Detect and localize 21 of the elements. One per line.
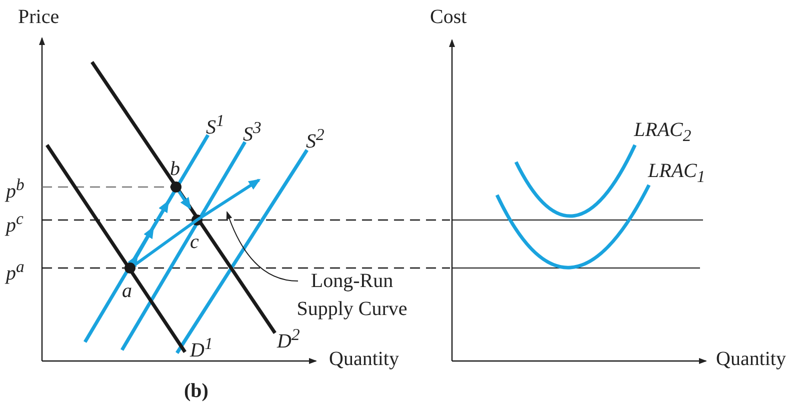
- axis-title: Cost: [430, 6, 467, 28]
- point-label: a: [122, 280, 132, 302]
- figure-caption: (b): [184, 380, 208, 402]
- axis-title: Quantity: [716, 348, 786, 370]
- curve-label: LRAC$_{2}$: [634, 119, 692, 147]
- axis-title: Quantity: [329, 348, 399, 370]
- long-run-supply-curve: [135, 178, 261, 266]
- price-level-label: p$^{b}$: [6, 174, 24, 203]
- curve-label: D$^{2}$: [277, 324, 300, 353]
- curve-label: S$^{3}$: [243, 117, 262, 146]
- curve-label: S$^{1}$: [206, 110, 224, 139]
- curve-label: S$^{2}$: [306, 124, 324, 153]
- price-level-label: p$^{c}$: [6, 208, 24, 237]
- curve-label: Long-Run Supply Curve: [282, 267, 422, 323]
- point-label: b: [170, 158, 180, 180]
- axis-title: Price: [18, 6, 60, 28]
- curve-label: LRAC$_{1}$: [648, 160, 706, 188]
- curve-label: D$^{1}$: [190, 333, 213, 362]
- leader-line: [226, 211, 298, 282]
- point-label: c: [190, 231, 199, 253]
- price-level-label: p$^{a}$: [6, 256, 24, 285]
